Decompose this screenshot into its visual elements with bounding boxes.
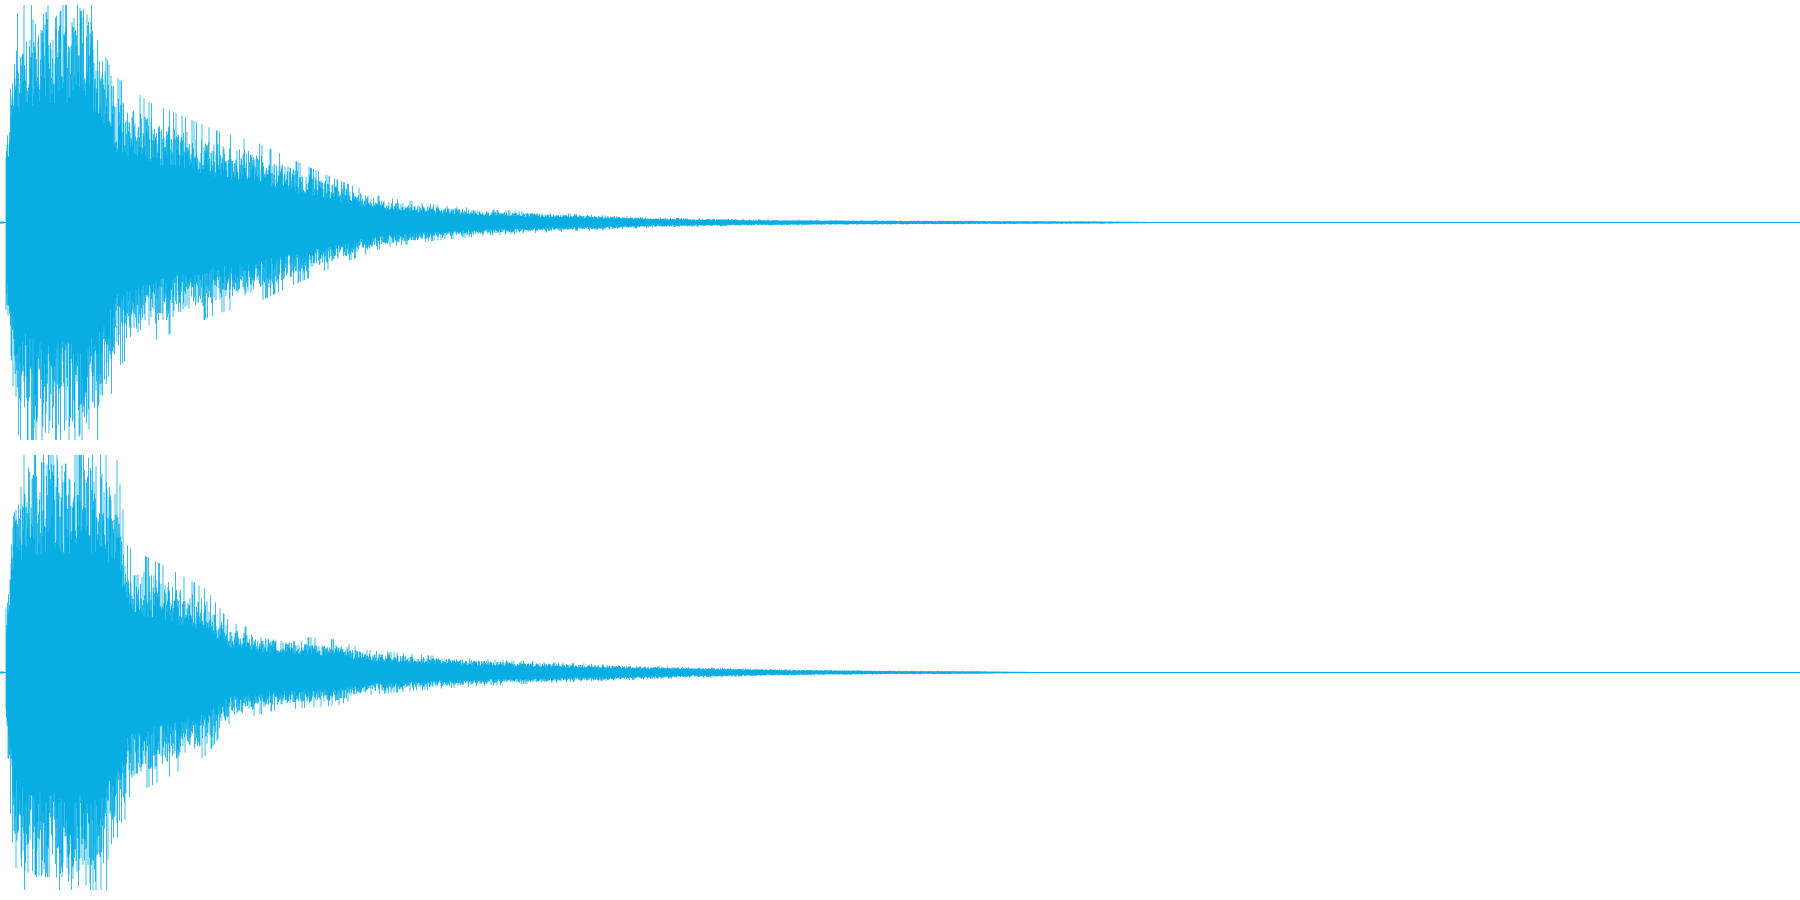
waveform-channel-right: [0, 455, 1800, 890]
waveform-trace: [5, 5, 1152, 440]
waveform-channel-left: [0, 5, 1800, 440]
waveform-trace: [5, 455, 1036, 890]
